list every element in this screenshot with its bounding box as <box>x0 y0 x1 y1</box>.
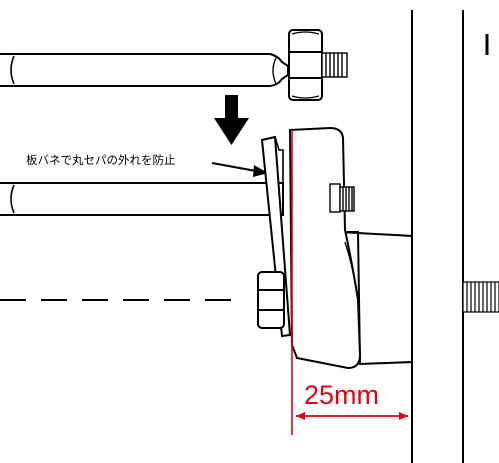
right-thread <box>462 281 499 313</box>
top-bolt-thread <box>321 52 348 78</box>
holder-bolt-thread <box>329 183 355 213</box>
down-arrow-icon <box>214 95 249 145</box>
middle-rod <box>0 182 284 216</box>
dimension-label: 25mm <box>304 380 379 410</box>
holder-body <box>288 126 413 370</box>
top-rod <box>0 53 289 87</box>
dimension-25mm: 25mm <box>291 130 408 435</box>
lower-nut <box>257 271 285 329</box>
top-nut <box>288 29 323 101</box>
leader-arrow-icon <box>211 162 268 177</box>
annotation-label: 板バネで丸セパの外れを防止 <box>26 153 176 167</box>
